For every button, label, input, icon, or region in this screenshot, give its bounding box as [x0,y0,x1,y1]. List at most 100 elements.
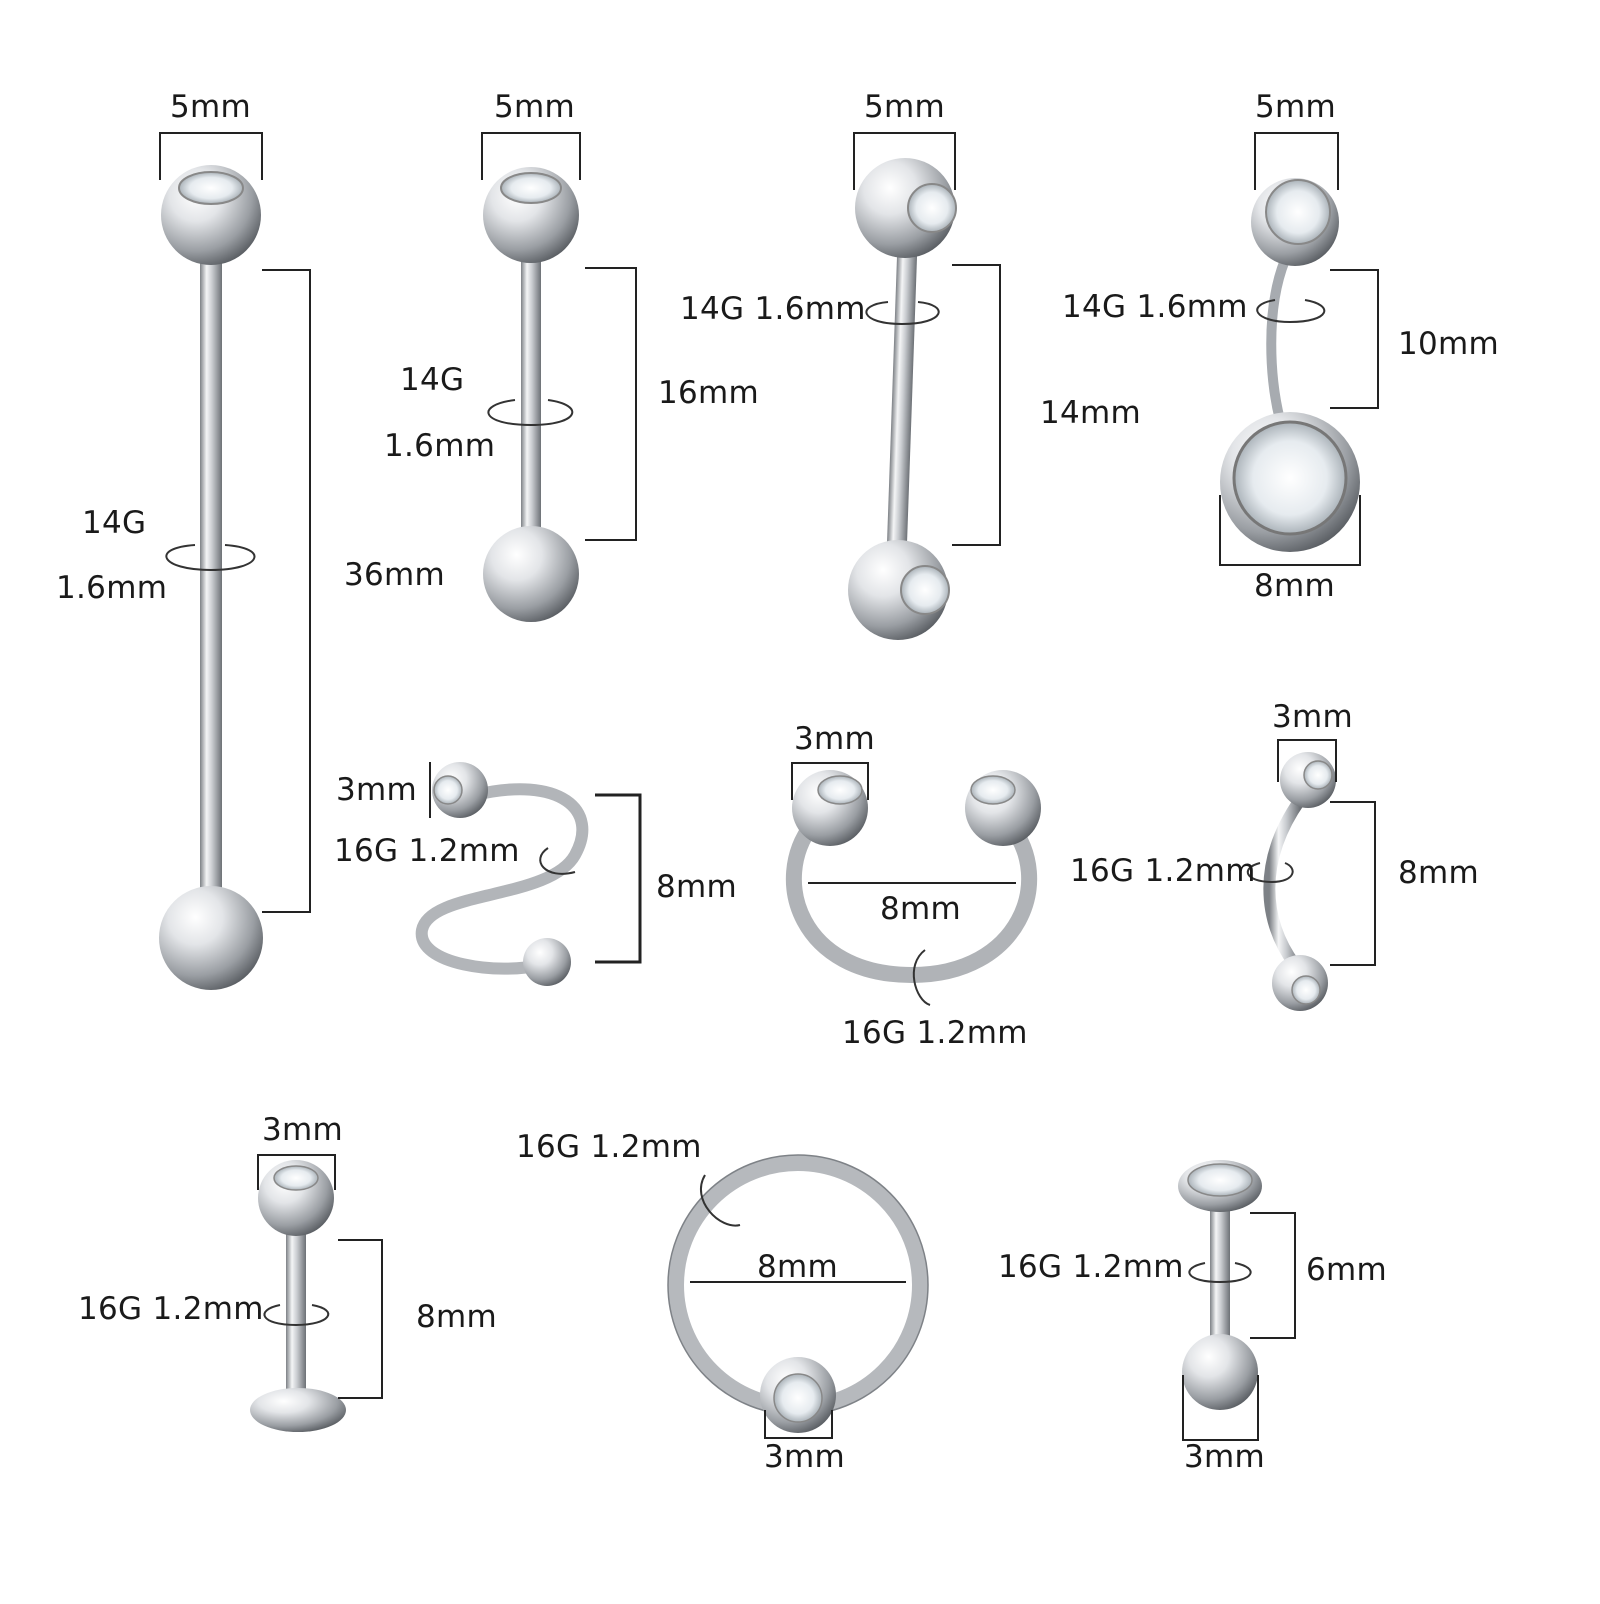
spiral-length-label: 8mm [656,869,738,905]
ball-size-bracket [1254,132,1339,190]
eyebrow-ball-label: 3mm [1272,699,1354,735]
length-bracket [262,269,311,913]
length-bracket [1330,269,1379,409]
bottom-ball [159,886,263,990]
labret-gauge-label: 16G 1.2mm [78,1291,264,1327]
tongue-length-label: 16mm [658,375,760,411]
gem-tongue-length-label: 14mm [1040,395,1142,431]
cbr-diameter-label: 8mm [757,1249,839,1285]
bottom-ball [483,526,579,622]
eyebrow-length-label: 8mm [1398,855,1480,891]
gauge-ring-icon [487,399,574,427]
gem-icon [178,171,244,205]
bottom-ball [848,540,948,640]
ball-size-bracket [853,132,956,190]
cbr-gauge-label: 16G 1.2mm [516,1129,702,1165]
gem-icon [273,1165,319,1191]
labret-ball-label: 3mm [262,1112,344,1148]
length-bracket [1250,1212,1296,1339]
horseshoe-ball-label: 3mm [794,721,876,757]
gauge-ring-icon [699,1174,741,1227]
flat-disc [250,1388,346,1432]
industrial-thickness-label: 1.6mm [56,570,168,606]
gem-tongue-barbell [848,132,1001,640]
gem-icon [1265,179,1331,245]
tongue-ball-label: 5mm [494,89,576,125]
gem-icon [773,1373,823,1423]
gem-size-bracket [1219,495,1361,566]
cbr-ball-label: 3mm [764,1439,846,1475]
gem-icon [817,775,863,805]
barbell-bar [521,250,541,550]
gauge-ring-icon [1246,862,1294,884]
labret-length-label: 8mm [416,1299,498,1335]
gem-tongue-gauge-label: 14G 1.6mm [680,291,866,327]
captive-bead-ring [667,1154,929,1439]
gauge-ring-icon [865,301,940,326]
length-bracket [585,267,637,541]
tragus-length-label: 6mm [1306,1252,1388,1288]
eyebrow-curved-barbell [1246,739,1376,1011]
horseshoe-ring [785,762,1041,1006]
gem-icon [433,775,463,805]
belly-length-label: 10mm [1398,326,1500,362]
bottom-ball [1182,1334,1258,1410]
gem-icon [907,183,957,233]
gauge-ring-icon [912,949,931,1006]
gem-icon [1303,760,1333,790]
horseshoe-bar [785,819,1038,984]
gauge-ring-icon [165,544,256,572]
gauge-ring-icon [1256,299,1326,324]
industrial-length-label: 36mm [344,557,446,593]
belly-ball-label: 5mm [1255,89,1337,125]
ball-size-bracket [1277,739,1337,782]
barbell-bar [886,239,918,561]
barbell-bar [200,255,222,915]
tongue-thickness-label: 1.6mm [384,428,496,464]
gem-icon [1291,975,1321,1005]
labret-bar [286,1225,306,1405]
ball-size-bracket [1182,1375,1259,1441]
curved-bar [1263,796,1305,969]
industrial-barbell [159,132,311,990]
tragus-barbell [1178,1160,1296,1441]
gem-tongue-ball-label: 5mm [864,89,946,125]
length-bracket [595,793,642,964]
gauge-ring-icon [263,1304,330,1327]
ball-size-bracket [764,1410,833,1439]
ball-size-bracket [257,1154,336,1190]
length-bracket [952,264,1001,546]
top-ball [855,158,955,258]
gem-icon [500,172,562,204]
ball-size-bracket [159,132,263,180]
ball-size-bracket [481,132,581,180]
ball-size-bracket [791,762,869,800]
curved-bar [1266,258,1290,422]
belly-gauge-label: 14G 1.6mm [1062,289,1248,325]
barbell-bar [1210,1200,1230,1350]
gem-icon [1232,420,1348,536]
gem-icon [1187,1163,1253,1197]
eyebrow-gauge-label: 16G 1.2mm [1070,853,1256,889]
tongue-gauge-label: 14G [400,362,465,398]
labret-stud [250,1154,383,1432]
industrial-ball-label: 5mm [170,89,252,125]
gauge-ring-icon [1188,1262,1252,1284]
belly-ring [1219,132,1379,566]
spiral-bar [415,783,589,975]
gem-icon [970,775,1016,805]
spiral-gauge-label: 16G 1.2mm [334,833,520,869]
horseshoe-gauge-label: 16G 1.2mm [842,1015,1028,1051]
tongue-barbell [481,132,637,622]
gauge-ring-icon [539,847,576,875]
length-bracket [338,1239,383,1399]
spiral-twist [415,762,642,986]
belly-gem-label: 8mm [1254,568,1336,604]
end-ball [523,938,571,986]
horseshoe-diameter-label: 8mm [880,891,962,927]
length-bracket [1330,801,1376,966]
tragus-ball-label: 3mm [1184,1439,1266,1475]
gem-icon [900,565,950,615]
